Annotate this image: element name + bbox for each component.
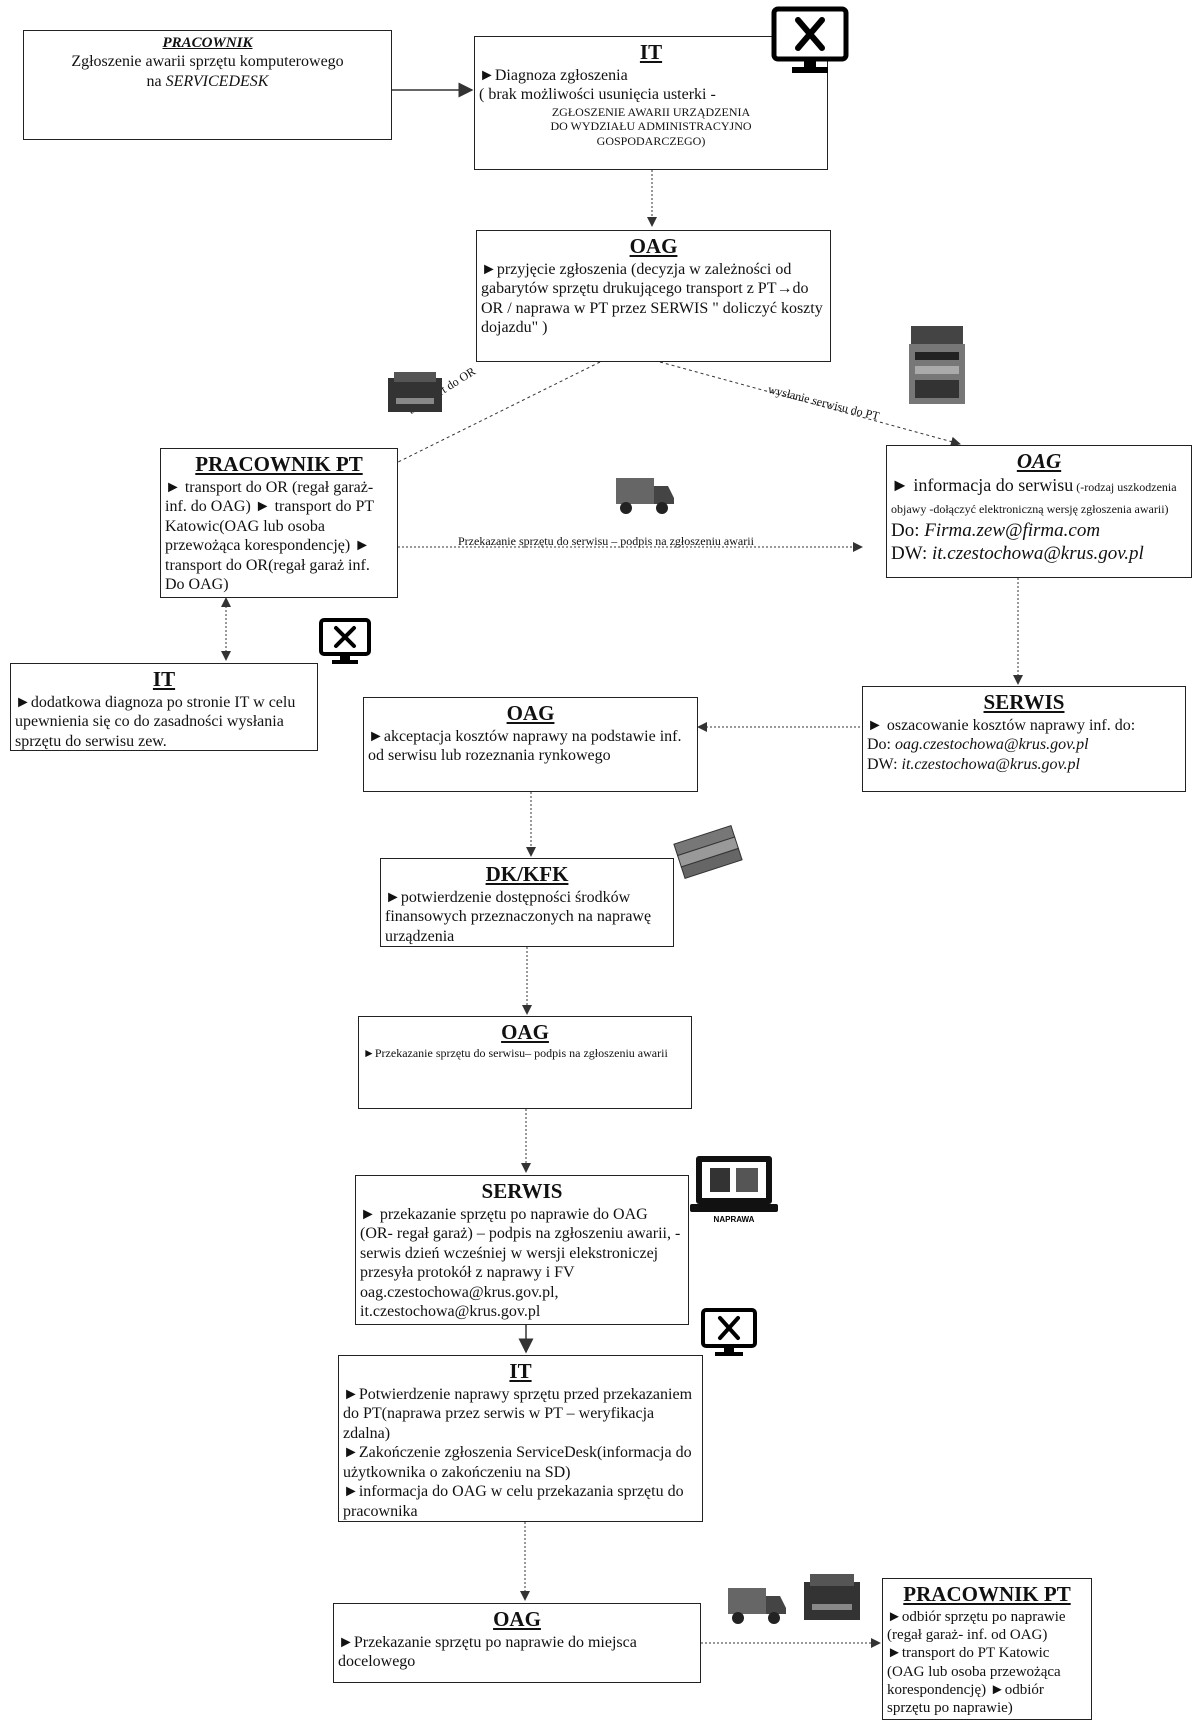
printer-icon-2 <box>804 1574 860 1620</box>
box-pracownik-zgloszenie: PRACOWNIK Zgłoszenie awarii sprzętu komp… <box>23 30 392 140</box>
box-text: ►dodatkowa diagnoza po stronie IT w celu… <box>15 693 296 750</box>
box-it-dodatkowa-diagnoza: IT ►dodatkowa diagnoza po stronie IT w c… <box>10 663 318 751</box>
box-dw-line: DW: it.czestochowa@krus.gov.pl <box>891 542 1144 564</box>
box-title: OAG <box>501 1020 549 1044</box>
money-icon <box>673 824 743 880</box>
box-oag-przekazanie-docelowe: OAG ►Przekazanie sprzętu po naprawie do … <box>333 1603 701 1683</box>
box-text-line1: ►Potwierdzenie naprawy sprzętu przed prz… <box>343 1385 693 1442</box>
box-title: PRACOWNIK <box>162 35 253 51</box>
box-title: OAG <box>629 234 678 258</box>
it-monitor-icon <box>771 6 849 73</box>
box-text-line1: ► informacja do serwisu (-rodzaj uszkodz… <box>891 474 1177 516</box>
box-title: SERWIS <box>481 1179 563 1203</box>
box-title: OAG <box>506 701 555 725</box>
box-text-line4: DO WYDZIAŁU ADMINISTRACYJNO <box>550 119 752 134</box>
box-pracownik-pt-transport: PRACOWNIK PT ► transport do OR (regał ga… <box>160 448 398 598</box>
box-it-diagnoza: IT ►Diagnoza zgłoszenia ( brak możliwośc… <box>474 36 828 170</box>
box-pracownik-pt-odbior: PRACOWNIK PT ►odbiór sprzętu po naprawie… <box>882 1578 1092 1720</box>
box-text: ► przekazanie sprzętu po naprawie do OAG… <box>360 1205 681 1321</box>
truck-icon <box>616 478 674 514</box>
it-monitor-icon-small <box>319 618 371 664</box>
box-text-line3: ZGŁOSZENIE AWARII URZĄDZENIA <box>551 104 751 119</box>
box-text-line1: ►Diagnoza zgłoszenia <box>479 66 628 84</box>
box-oag-akceptacja: OAG ►akceptacja kosztów naprawy na podst… <box>363 697 698 792</box>
box-dk-kfk: DK/KFK ►potwierdzenie dostępności środkó… <box>380 858 674 947</box>
printer-icon <box>388 372 442 412</box>
box-text: ►Przekazanie sprzętu po naprawie do miej… <box>338 1633 637 1671</box>
box-text: ►odbiór sprzętu po naprawie (regał garaż… <box>887 1608 1066 1717</box>
box-dw-line: DW: it.czestochowa@krus.gov.pl <box>867 755 1080 773</box>
label-przekazanie: Przekazanie sprzętu do serwisu – podpis … <box>458 534 754 548</box>
naprawa-label: NAPRAWA <box>714 1215 755 1224</box>
box-title: PRACOWNIK PT <box>903 1582 1071 1606</box>
box-text: Zgłoszenie awarii sprzętu komputerowego <box>71 53 344 71</box>
box-do-line: Do: oag.czestochowa@krus.gov.pl <box>867 736 1089 754</box>
box-oag-przekazanie: OAG ►Przekazanie sprzętu do serwisu– pod… <box>358 1016 692 1109</box>
box-title: OAG <box>1016 449 1062 473</box>
box-text: ►akceptacja kosztów naprawy na podstawie… <box>368 727 682 765</box>
box-text: ►przyjęcie zgłoszenia (decyzja w zależno… <box>481 260 823 337</box>
box-title: IT <box>152 667 176 691</box>
box-text-line3: ►informacja do OAG w celu przekazania sp… <box>343 1483 684 1520</box>
box-title: DK/KFK <box>485 862 569 886</box>
box-oag-przyjecie: OAG ►przyjęcie zgłoszenia (decyzja w zal… <box>476 230 831 362</box>
box-serwis-przekazanie: SERWIS ► przekazanie sprzętu po naprawie… <box>355 1175 689 1325</box>
box-text-line2: ( brak możliwości usunięcia usterki - <box>479 86 716 104</box>
copier-icon <box>909 326 965 404</box>
box-title: SERWIS <box>983 690 1065 714</box>
box-text-line1: ► oszacowanie kosztów naprawy inf. do: <box>867 716 1136 734</box>
box-text: ►potwierdzenie dostępności środków finan… <box>385 888 652 945</box>
box-title: OAG <box>493 1607 541 1631</box>
box-oag-informacja: OAG ► informacja do serwisu (-rodzaj usz… <box>886 445 1192 578</box>
box-it-potwierdzenie: IT ►Potwierdzenie naprawy sprzętu przed … <box>338 1355 703 1522</box>
repair-laptop-icon: NAPRAWA <box>690 1156 778 1224</box>
box-text-line2: na SERVICEDESK <box>146 72 269 90</box>
box-text: ►Przekazanie sprzętu do serwisu– podpis … <box>363 1045 668 1060</box>
box-text-line5: GOSPODARCZEGO) <box>596 133 706 148</box>
box-title: IT <box>639 40 663 64</box>
box-serwis-oszacowanie: SERWIS ► oszacowanie kosztów naprawy inf… <box>862 686 1186 792</box>
box-title: IT <box>509 1359 532 1383</box>
box-do-line: Do: Firma.zew@firma.com <box>891 519 1101 541</box>
box-text: ► transport do OR (regał garaż-inf. do O… <box>165 478 374 594</box>
it-monitor-icon-2 <box>701 1308 757 1356</box>
truck-icon-2 <box>728 1588 786 1624</box>
box-text-line2: ►Zakończenie zgłoszenia ServiceDesk(info… <box>343 1444 692 1481</box>
box-title: PRACOWNIK PT <box>195 452 363 476</box>
